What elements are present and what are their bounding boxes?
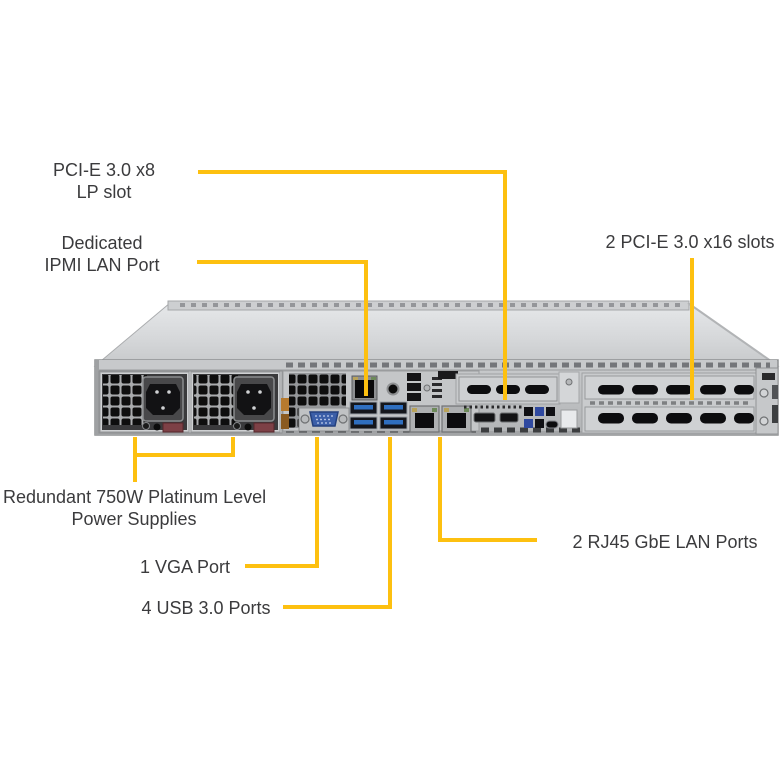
callout-line-ipmi — [197, 260, 368, 396]
label-power-supplies: Redundant 750W Platinum Level Power Supp… — [3, 486, 267, 530]
usb-port — [349, 401, 378, 415]
callout-lines — [133, 170, 694, 609]
lp-slot-vent — [496, 385, 520, 394]
psu-pin — [246, 390, 250, 394]
psu-pull-tab — [162, 422, 184, 433]
latch-icon — [762, 373, 775, 380]
pcie-x8-lp-slot — [455, 371, 580, 429]
vga-screw — [300, 414, 310, 424]
label-ipmi-lan-port: Dedicated IPMI LAN Port — [12, 232, 192, 276]
callout-line-usb — [283, 437, 392, 609]
latch-cutout — [772, 385, 778, 399]
callout-line-pcie-x8 — [198, 170, 507, 400]
label-line: 4 USB 3.0 Ports — [141, 598, 271, 618]
psu-pin — [161, 406, 165, 410]
power-supply-left — [99, 371, 190, 433]
vga-pins — [315, 415, 333, 424]
psu-pull-tab — [253, 422, 275, 433]
ipmi-led — [353, 377, 358, 380]
label-line: Dedicated — [61, 233, 143, 253]
psu-pin — [167, 390, 171, 394]
psu-screw — [233, 422, 241, 430]
latch-screw — [759, 388, 769, 398]
label-pcie-x8-lp-slot: PCI-E 3.0 x8 LP slot — [19, 159, 189, 203]
psu-vent-grid — [194, 375, 238, 425]
label-line: 2 RJ45 GbE LAN Ports — [572, 532, 758, 552]
label-line: IPMI LAN Port — [44, 255, 160, 275]
gbe-lan-ports — [409, 405, 472, 433]
label-usb-ports: 4 USB 3.0 Ports — [96, 597, 316, 619]
chassis-left-edge — [95, 360, 99, 435]
usb-port — [349, 416, 378, 430]
usb-port — [379, 401, 408, 415]
cable-cutout — [560, 409, 578, 429]
round-port-hole — [386, 382, 400, 396]
psu-pin — [155, 390, 159, 394]
label-line: Power Supplies — [71, 509, 197, 529]
label-line: 1 VGA Port — [139, 557, 231, 577]
psu-pin — [258, 390, 262, 394]
vga-port — [298, 407, 350, 432]
inductor — [281, 398, 289, 411]
inductor — [281, 414, 289, 429]
chassis-latch — [755, 367, 779, 435]
lan-port-2 — [441, 405, 472, 433]
psu-led — [153, 423, 161, 431]
io-panel — [281, 370, 480, 433]
io-misc-components — [407, 371, 458, 401]
chassis-top-band — [167, 300, 690, 311]
pcie-x16-slots — [581, 372, 757, 434]
ipmi-led — [371, 377, 376, 380]
small-port — [473, 412, 496, 423]
psu-ac-socket — [146, 384, 180, 415]
lan-port-1 — [409, 405, 440, 433]
usb-tongue — [384, 405, 403, 410]
bracket-screw — [565, 378, 573, 386]
label-lan-ports: 2 RJ45 GbE LAN Ports — [567, 531, 763, 553]
bracket-clip — [558, 371, 580, 404]
psu-vent-grid — [103, 375, 147, 425]
callout-line-psu — [133, 437, 235, 482]
label-line: PCI-E 3.0 x8 — [52, 160, 156, 180]
small-port — [499, 412, 519, 423]
usb-port — [379, 416, 408, 430]
x16-slot-top — [584, 375, 755, 400]
power-supplies — [98, 370, 283, 434]
psu-ac-socket — [237, 384, 271, 415]
usb-tongue — [354, 405, 373, 410]
power-supply-right — [190, 371, 281, 433]
jumper-blocks — [524, 407, 559, 429]
usb-ports — [349, 401, 408, 430]
lp-slot-vent — [525, 385, 549, 394]
latch-cutout — [772, 405, 778, 423]
x16-slot-bottom — [584, 406, 755, 432]
chassis-top-face — [93, 302, 780, 367]
psu-pin — [252, 406, 256, 410]
label-line: 2 PCI-E 3.0 x16 slots — [605, 232, 775, 252]
chassis-top-right-edge — [687, 302, 779, 367]
vga-connector — [309, 411, 339, 427]
usb-tongue — [384, 420, 403, 425]
callout-line-lan — [438, 437, 537, 542]
rear-panel-bottom-edge — [95, 431, 778, 435]
psu-led — [244, 423, 252, 431]
lp-slot-vent — [467, 385, 491, 394]
label-pcie-x16-slots: 2 PCI-E 3.0 x16 slots — [597, 231, 783, 253]
callout-line-vga — [245, 437, 319, 568]
label-vga-port: 1 VGA Port — [95, 556, 275, 578]
usb-tongue — [354, 420, 373, 425]
psu-screw — [142, 422, 150, 430]
label-line: LP slot — [76, 182, 132, 202]
latch-screw — [759, 416, 769, 426]
vga-screw — [338, 414, 348, 424]
label-line: Redundant 750W Platinum Level — [3, 487, 267, 507]
